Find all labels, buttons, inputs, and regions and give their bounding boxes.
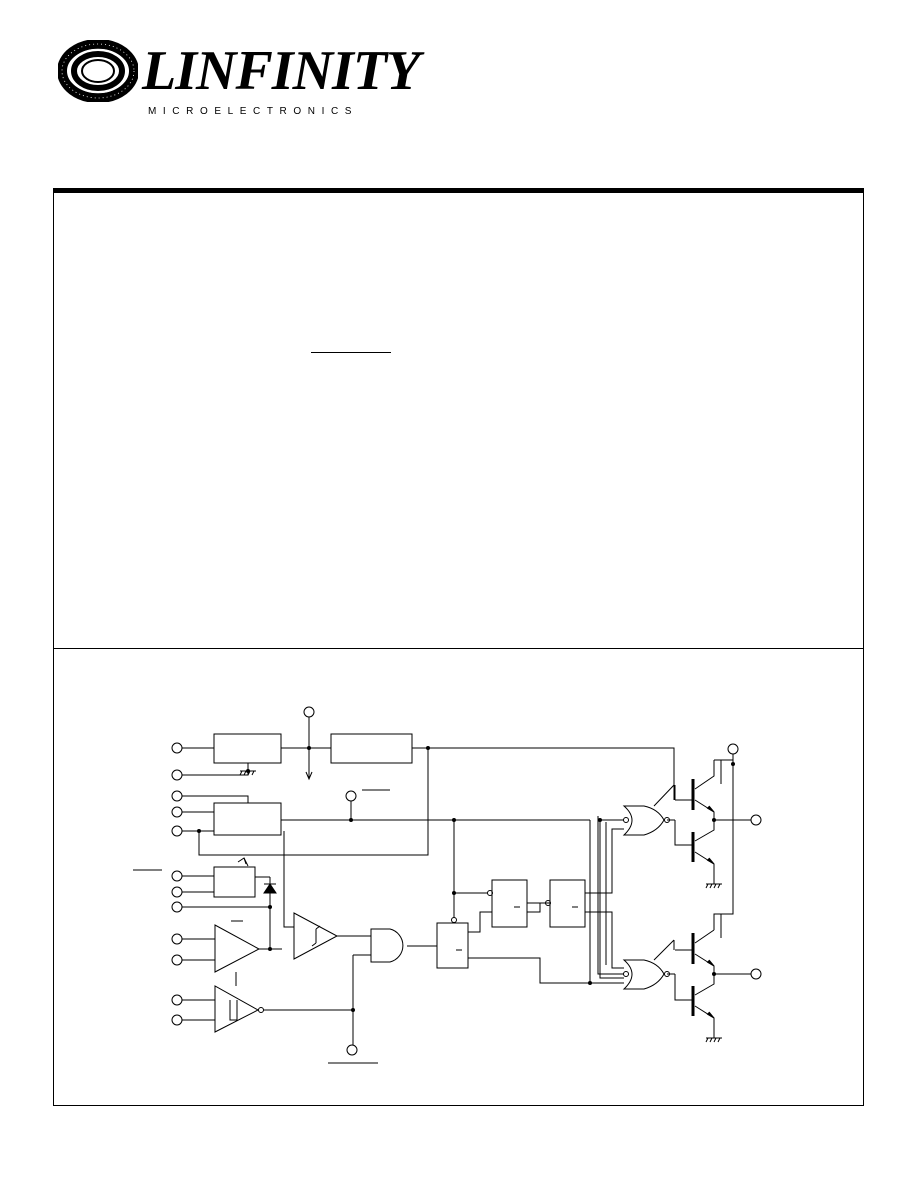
nor-gate-a <box>622 805 665 836</box>
input-pins <box>171 706 762 1056</box>
section-divider <box>53 648 864 649</box>
soft-start-block <box>213 866 256 898</box>
flip-flop-1-block <box>491 879 528 928</box>
text-overbar <box>311 352 391 353</box>
nor-gate-b <box>622 959 665 990</box>
linfinity-ring-logo-icon <box>58 40 138 102</box>
pwm-comparator <box>293 912 339 960</box>
header-rule <box>53 188 864 193</box>
error-amplifier <box>214 924 261 973</box>
pwm-latch-block <box>436 922 469 969</box>
ground-symbols <box>239 770 722 1043</box>
company-logo: LINFINITY MICROELECTRONICS <box>58 38 420 128</box>
oscillator-block <box>213 802 282 836</box>
and-gate <box>370 928 404 963</box>
shutdown-comparator <box>214 985 260 1033</box>
output-transistors <box>691 760 715 1024</box>
brand-wordmark: LINFINITY <box>142 40 420 102</box>
content-frame <box>53 193 864 1106</box>
undervoltage-lockout-block <box>330 733 413 764</box>
flip-flop-2-block <box>549 879 586 928</box>
reference-regulator-block <box>213 733 282 764</box>
brand-subtitle: MICROELECTRONICS <box>148 106 359 117</box>
